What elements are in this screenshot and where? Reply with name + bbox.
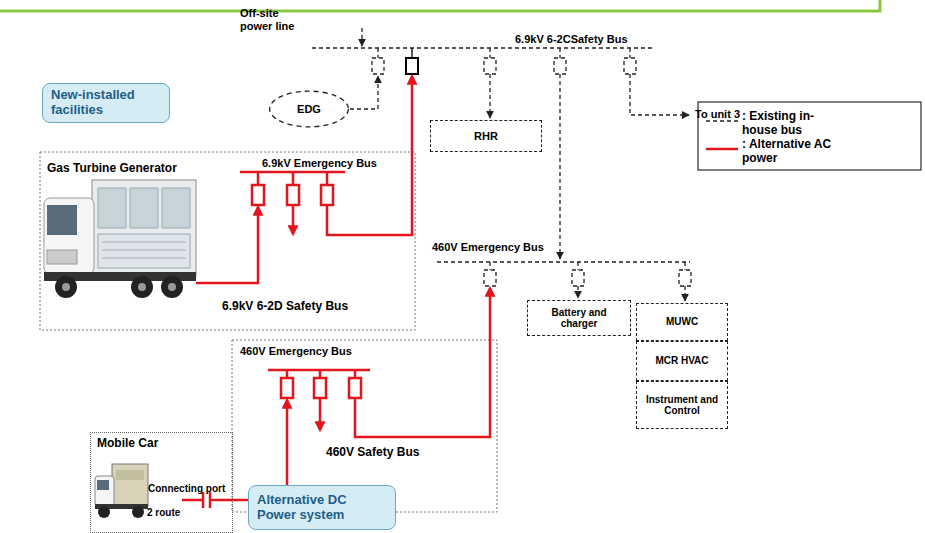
gas-turbine-truck [47,250,77,264]
alternative-ac-line [287,185,299,205]
gas-turbine-truck [44,198,94,274]
alternative-ac-line [203,492,210,508]
load-box: MUWC [636,303,728,341]
load-box: Battery and charger [527,300,631,336]
existing-bus [437,261,690,262]
mobile-car-truck [132,506,144,518]
alternative-ac-line [321,185,333,205]
bus-label: 460V Safety Bus [326,446,419,460]
mobile-car-truck [95,464,148,518]
source-label: Off-site power line [240,7,304,32]
bus-label: 6.9kV Emergency Bus [262,157,377,170]
gas-turbine-truck [47,205,77,235]
load-box: MCR HVAC [636,341,728,381]
node-text: Battery and charger [534,307,624,330]
facility-region [40,152,415,330]
existing-bus [577,286,578,298]
node-text: MCR HVAC [655,355,708,367]
existing-bus [372,58,384,74]
gas-turbine-truck [98,234,190,268]
breaker [406,48,418,74]
existing-bus [378,48,630,58]
alternative-ac-line [706,148,738,151]
existing-bus [554,58,566,74]
gas-turbine-truck [138,283,146,291]
equipment-label: Gas Turbine Generator [47,162,177,176]
header-band [0,0,880,11]
load-box: Instrument and Control [636,381,728,429]
existing-bus [624,58,636,74]
existing-bus [559,74,560,259]
route-label: 2 route [147,507,180,519]
legend-text: : Alternative AC power [742,138,832,166]
gas-turbine-truck [92,180,196,276]
mobile-car-truck [116,470,144,480]
breaker [411,48,412,58]
existing-bus [706,120,738,121]
facility-region [40,152,497,512]
legend-text: : Existing in-house bus [742,110,832,138]
existing-bus [490,262,685,270]
existing-bus [572,270,584,286]
alternative-ac-line [349,378,361,398]
gas-turbine-truck [168,283,176,291]
alternative-ac-line [196,207,258,283]
node-text: New-installed facilities [51,88,163,118]
existing-bus [684,286,685,301]
node-text: Mobile Car [97,437,158,451]
gas-turbine-truck [62,283,70,291]
generator-ellipse: EDG [268,90,350,128]
breaker [406,58,418,74]
note-box: Alternative DC Power system [248,485,396,530]
existing-bus [361,28,362,46]
header-band [0,0,880,11]
mobile-car-truck [97,480,109,490]
node-text: MUWC [666,316,698,328]
gas-turbine-truck [44,180,196,298]
bus-label: 460V Emergency Bus [240,345,352,358]
existing-bus [350,76,378,109]
existing-bus [630,74,689,115]
gas-turbine-truck [98,188,126,228]
alternative-ac-line [319,398,322,430]
mobile-car-truck [95,476,114,506]
alternative-ac-line [314,378,326,398]
port-label: Connecting port [148,483,225,495]
gas-turbine-truck [55,276,77,298]
existing-bus [312,47,652,48]
alternative-ac-line [252,185,264,205]
alternative-ac-line [281,378,293,398]
bus-label: 460V Emergency Bus [432,241,544,254]
mobile-car-truck [112,464,148,506]
alternative-ac-line [258,172,327,185]
existing-bus [484,270,496,286]
load-box: RHR [430,120,542,152]
ellipse-outline [270,91,349,127]
note-box: New-installed facilities [42,83,170,123]
existing-bus [679,270,691,286]
gas-turbine-truck [130,188,158,228]
bus-label: 6.9kV 6-2D Safety Bus [222,300,348,314]
gas-turbine-truck [102,242,186,258]
node-text: EDG [297,103,321,116]
node-text: Instrument and Control [643,394,721,417]
bus-label: 6.9kV 6-2CSafety Bus [515,33,628,46]
alternative-ac-line [292,205,295,234]
gas-turbine-truck [161,276,183,298]
alternative-ac-line [355,288,490,437]
node-text: Alternative DC Power system [257,493,389,523]
gas-turbine-truck [131,276,153,298]
gas-turbine-truck [162,188,190,228]
existing-bus [489,74,490,118]
existing-bus [484,58,496,74]
alternative-ac-line [182,76,738,508]
destination-label: To unit 3 [695,108,740,121]
node-text: RHR [474,130,498,143]
mobile-car-truck [98,506,110,518]
